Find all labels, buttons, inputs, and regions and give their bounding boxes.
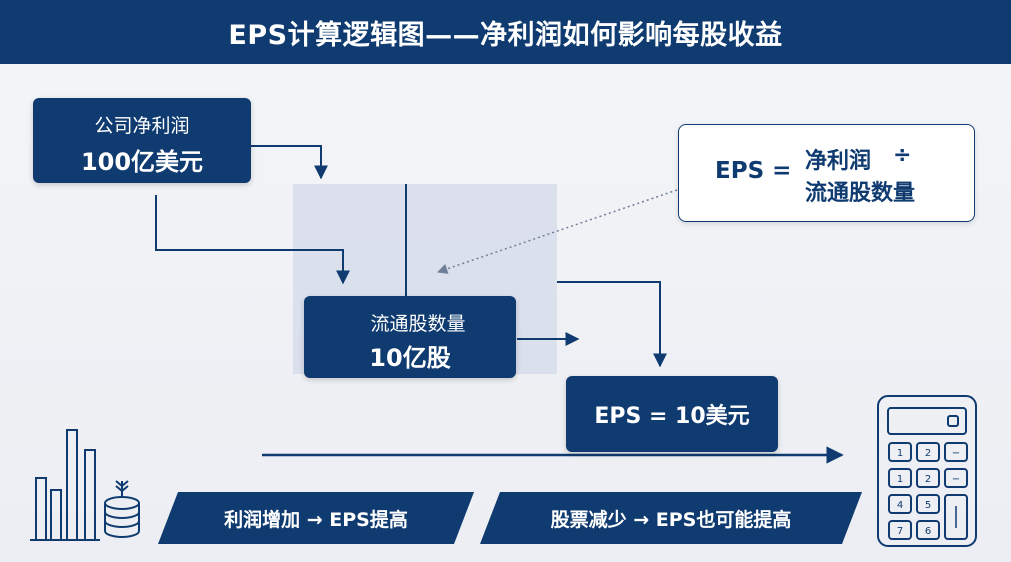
calc-key: 7 [897, 526, 903, 537]
shares-value: 10亿股 [369, 344, 451, 372]
coin-stack-icon [104, 480, 140, 538]
banner-profit-increase-text: 利润增加 → EPS提高 [224, 508, 408, 531]
formula-denominator: 流通股数量 [805, 181, 916, 206]
arrow-profit-right [250, 145, 328, 180]
net-profit-box: 公司净利润 100亿美元 [33, 98, 251, 183]
shares-label: 流通股数量 [370, 313, 466, 335]
banner-share-decrease-text: 股票减少 → EPS也可能提高 [550, 508, 792, 531]
calc-key: 4 [897, 500, 903, 511]
calculator-keys: 1 2 − 1 2 − 4 5 7 6 [897, 448, 960, 537]
banner-profit-increase: 利润增加 → EPS提高 [158, 492, 474, 544]
bar-chart-icon [30, 429, 100, 541]
calc-key: 1 [897, 448, 903, 459]
net-profit-value: 100亿美元 [80, 148, 204, 176]
net-profit-label: 公司净利润 [94, 115, 190, 137]
shares-box: 流通股数量 10亿股 [304, 296, 516, 378]
calc-key: 2 [925, 448, 931, 459]
calc-key: 5 [925, 500, 931, 511]
formula-lhs: EPS = [715, 158, 792, 184]
calc-key: 6 [925, 526, 931, 537]
calc-key: 1 [897, 474, 903, 485]
calc-key: − [952, 474, 960, 485]
eps-result-box: EPS = 10美元 [566, 376, 778, 452]
banner-share-decrease: 股票减少 → EPS也可能提高 [480, 492, 862, 544]
calculator-icon [877, 395, 977, 547]
calc-key: − [952, 448, 960, 459]
arrow-profit-to-shares [155, 195, 350, 285]
page-title: EPS计算逻辑图——净利润如何影响每股收益 [0, 0, 1011, 64]
eps-result-value: EPS = 10美元 [594, 404, 750, 429]
calc-key: 2 [925, 474, 931, 485]
formula-numerator: 净利润 [805, 149, 872, 174]
formula-divide-operator: ÷ [893, 143, 912, 168]
eps-formula-card: EPS = 净利润 ÷ 流通股数量 [678, 124, 975, 222]
arrow-to-eps [557, 281, 667, 368]
dotted-formula-pointer [437, 189, 678, 274]
